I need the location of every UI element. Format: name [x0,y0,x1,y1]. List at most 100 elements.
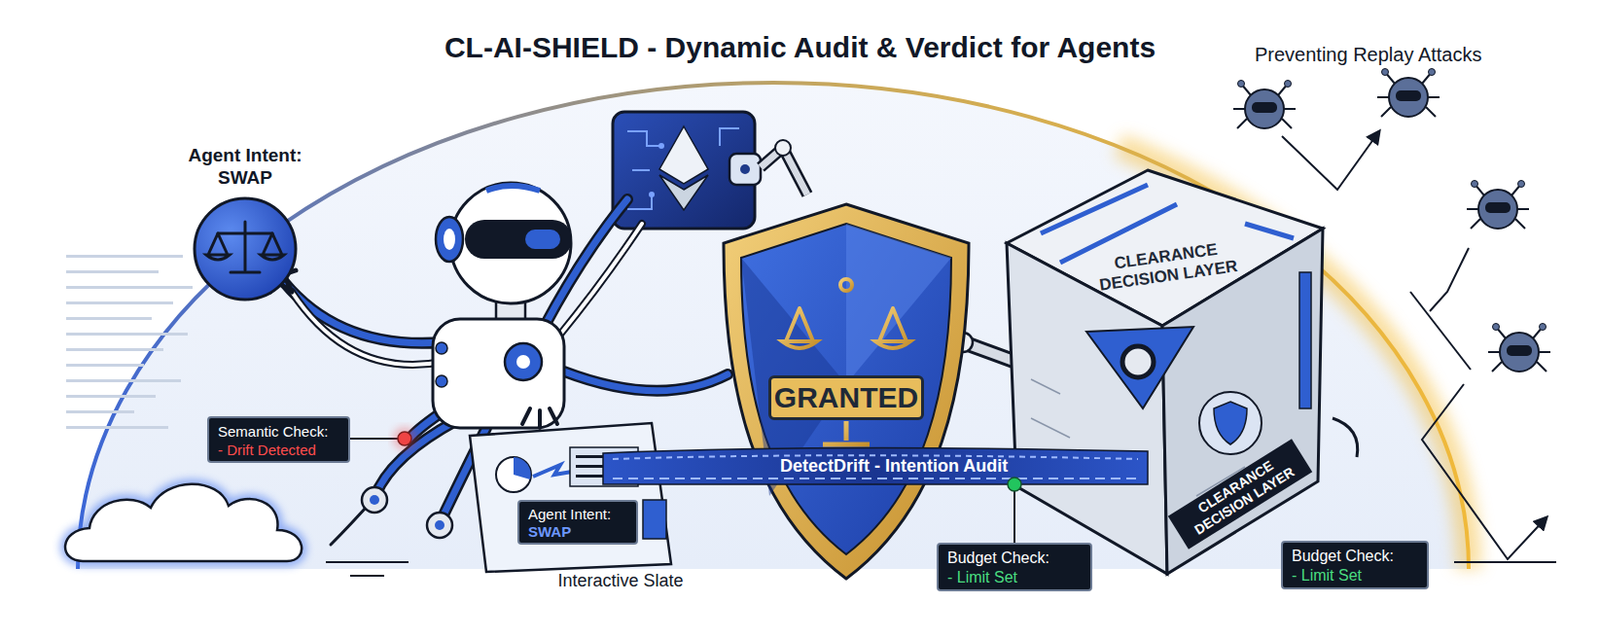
scales-post [244,221,248,271]
cube-port [1122,346,1154,378]
scales-pan [260,233,285,260]
faint-line [66,285,193,289]
robot-head-stripe [486,185,540,191]
attack-path [1422,384,1547,560]
cube-circuit [1031,379,1245,497]
clearance-cube-shape [1001,165,1333,579]
robot-joint-core [369,495,380,505]
attack-bot [1233,80,1296,130]
robot [432,182,572,428]
shield-rim [723,204,969,579]
cube-triangle [1086,326,1194,409]
eth-diamond [659,175,709,211]
bot-antenna-tip [1471,180,1479,188]
cable [1332,418,1358,458]
node-heading: Semantic Check: [217,422,340,441]
bot-body [1478,189,1518,229]
ground-line [1454,561,1557,564]
attack-path [1281,131,1380,190]
pie-icon [496,457,532,493]
bot-antenna-tip [1539,323,1547,331]
node-heading: Budget Check: [947,548,1082,569]
arm-joint [775,140,791,156]
scales-icon [206,221,285,273]
bot-antenna-tip [1428,69,1436,76]
circuit-dot [648,191,655,198]
node-heading: DetectDrift - Intention Audit [780,455,1008,477]
ground-line [350,574,385,577]
robot-ear [435,216,463,262]
bot-antenna-tip [1284,80,1292,88]
data-stream [612,477,1138,480]
robot-eye [525,229,561,249]
cube-emblem [1199,391,1262,455]
robot-head [450,182,571,304]
robot-hand [522,408,558,428]
eth-diamond [659,126,709,184]
scales-pan [782,308,818,349]
pie-wedge [513,457,532,480]
faint-line [66,332,188,336]
robot-cable [291,291,443,365]
faint-line [66,410,135,414]
bot-antenna-tip [1238,80,1245,88]
robot-joint [426,512,453,538]
bot-visor [1251,102,1278,113]
robot-arm [564,371,728,392]
scales-base [822,421,870,445]
scales-knob [840,279,853,291]
node-text: - Limit Set [1291,566,1419,586]
robot-cable [291,291,443,365]
scales-pan [875,308,911,349]
robot-arm [374,420,458,498]
wallet-button [740,164,750,175]
leader-line [350,437,399,440]
scales-base [230,271,260,275]
robot-chest-core [516,355,531,369]
faint-text [66,254,193,429]
attack-bot [1466,180,1529,230]
faint-line [66,394,156,398]
robot-arm [374,420,458,498]
cloud [65,484,302,562]
interactive-slate: Interactive SlateAgent Intent:SWAP [464,418,681,596]
shield-facet [846,223,952,385]
node-text: - Drift Detected [217,440,340,460]
attack-path [1410,291,1471,370]
bot-visor [1395,90,1422,102]
clearance-cube: CLEARANCE DECISION LAYERCLEARANCE DECISI… [1001,165,1333,579]
robot-visor [464,219,572,259]
alert-glow [392,426,417,451]
faint-line [66,426,169,429]
bot-body [1388,77,1428,117]
scales-beam [217,232,273,236]
robot-chest [504,343,542,381]
intent-box: Agent Intent:SWAP [517,499,639,545]
robot-port [435,375,448,388]
budget-check-box: Budget Check:- Limit Set [1280,540,1429,590]
wallet-clasp [729,153,761,185]
leader-connector [1013,484,1016,543]
node-heading: GRANTED [768,375,925,421]
attack-path [1429,248,1469,312]
circuit-dot [658,142,665,149]
scales-pan [206,233,230,260]
robot-port [435,342,448,355]
cube-bar [1299,272,1312,409]
scales-icon [782,279,911,373]
scales-beam [799,306,893,311]
bot-antenna-tip [1382,69,1389,76]
bot-antenna-tip [1493,323,1500,331]
note-label: Preventing Replay Attacks [1254,43,1482,67]
ribbon [603,448,1148,486]
drift-audit-band: DetectDrift - Intention Audit [603,445,1148,485]
bot-body [1499,332,1539,372]
bot-visor [1506,345,1532,356]
scales-post [844,288,849,373]
bot-visor [1485,202,1511,214]
attack-bot [1488,323,1551,373]
slate-arrow [533,464,572,477]
intent-orb [194,198,296,300]
shield-face [741,223,952,555]
attack-bot [1377,69,1440,118]
